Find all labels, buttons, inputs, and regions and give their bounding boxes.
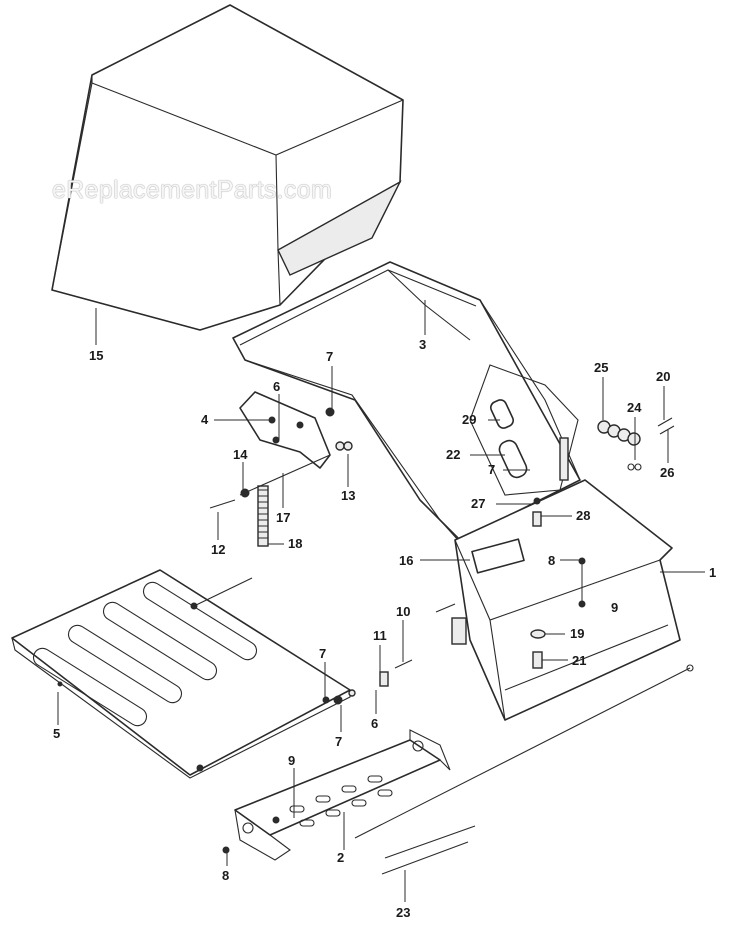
callout-16: 16 [399, 553, 413, 568]
callout-11: 11 [373, 628, 387, 643]
part-29-pad[interactable] [489, 398, 515, 430]
callout-3: 3 [419, 337, 426, 352]
callout-25: 25 [594, 360, 608, 375]
callout-9: 9 [611, 600, 618, 615]
leader-lines [57, 300, 705, 902]
callout-2: 2 [337, 850, 344, 865]
callout-4: 4 [201, 412, 209, 427]
callout-7: 7 [488, 462, 495, 477]
callout-19: 19 [570, 626, 584, 641]
callout-1: 1 [709, 565, 716, 580]
callout-20: 20 [656, 369, 670, 384]
part-5-base-plate[interactable] [11, 569, 351, 779]
part-3-chute-frame[interactable] [232, 261, 581, 541]
callout-12: 12 [211, 542, 225, 557]
part-27-28-hardware[interactable] [532, 497, 542, 527]
callout-6: 6 [273, 379, 280, 394]
callout-9: 9 [288, 753, 295, 768]
callout-7: 7 [326, 349, 333, 364]
callout-27: 27 [471, 496, 485, 511]
callout-24: 24 [627, 400, 642, 415]
part-24-clips[interactable] [627, 463, 642, 471]
part-1-chute-housing[interactable] [435, 479, 681, 721]
part-4-bracket[interactable] [239, 391, 353, 469]
part-22-pad[interactable] [497, 438, 529, 480]
callout-10: 10 [396, 604, 410, 619]
callout-17: 17 [276, 510, 290, 525]
callout-15: 15 [89, 348, 103, 363]
part-2-mounting-bracket[interactable] [234, 729, 451, 861]
callout-23: 23 [396, 905, 410, 920]
callout-7: 7 [335, 734, 342, 749]
part-25-washers[interactable] [597, 420, 641, 446]
part-18-spring[interactable] [257, 485, 269, 547]
callout-14: 14 [233, 447, 248, 462]
callout-6: 6 [371, 716, 378, 731]
callout-8: 8 [548, 553, 555, 568]
callout-26: 26 [660, 465, 674, 480]
part-17-rod[interactable] [209, 454, 331, 509]
callout-22: 22 [446, 447, 460, 462]
watermark-text: eReplacementParts.com [52, 176, 333, 204]
part-20-pin[interactable] [657, 417, 675, 435]
part-10-bolt[interactable] [322, 659, 413, 705]
callout-labels: 15 3 7 6 4 14 13 17 12 18 29 22 7 27 28 … [53, 337, 716, 920]
callout-8: 8 [222, 868, 229, 883]
callout-28: 28 [576, 508, 590, 523]
part-23-cables[interactable] [354, 664, 694, 875]
callout-18: 18 [288, 536, 302, 551]
part-15-bag-cover[interactable] [51, 4, 404, 331]
callout-5: 5 [53, 726, 60, 741]
callout-7: 7 [319, 646, 326, 661]
callout-13: 13 [341, 488, 355, 503]
latch-spring [559, 437, 569, 481]
callout-29: 29 [462, 412, 476, 427]
callout-21: 21 [572, 653, 586, 668]
